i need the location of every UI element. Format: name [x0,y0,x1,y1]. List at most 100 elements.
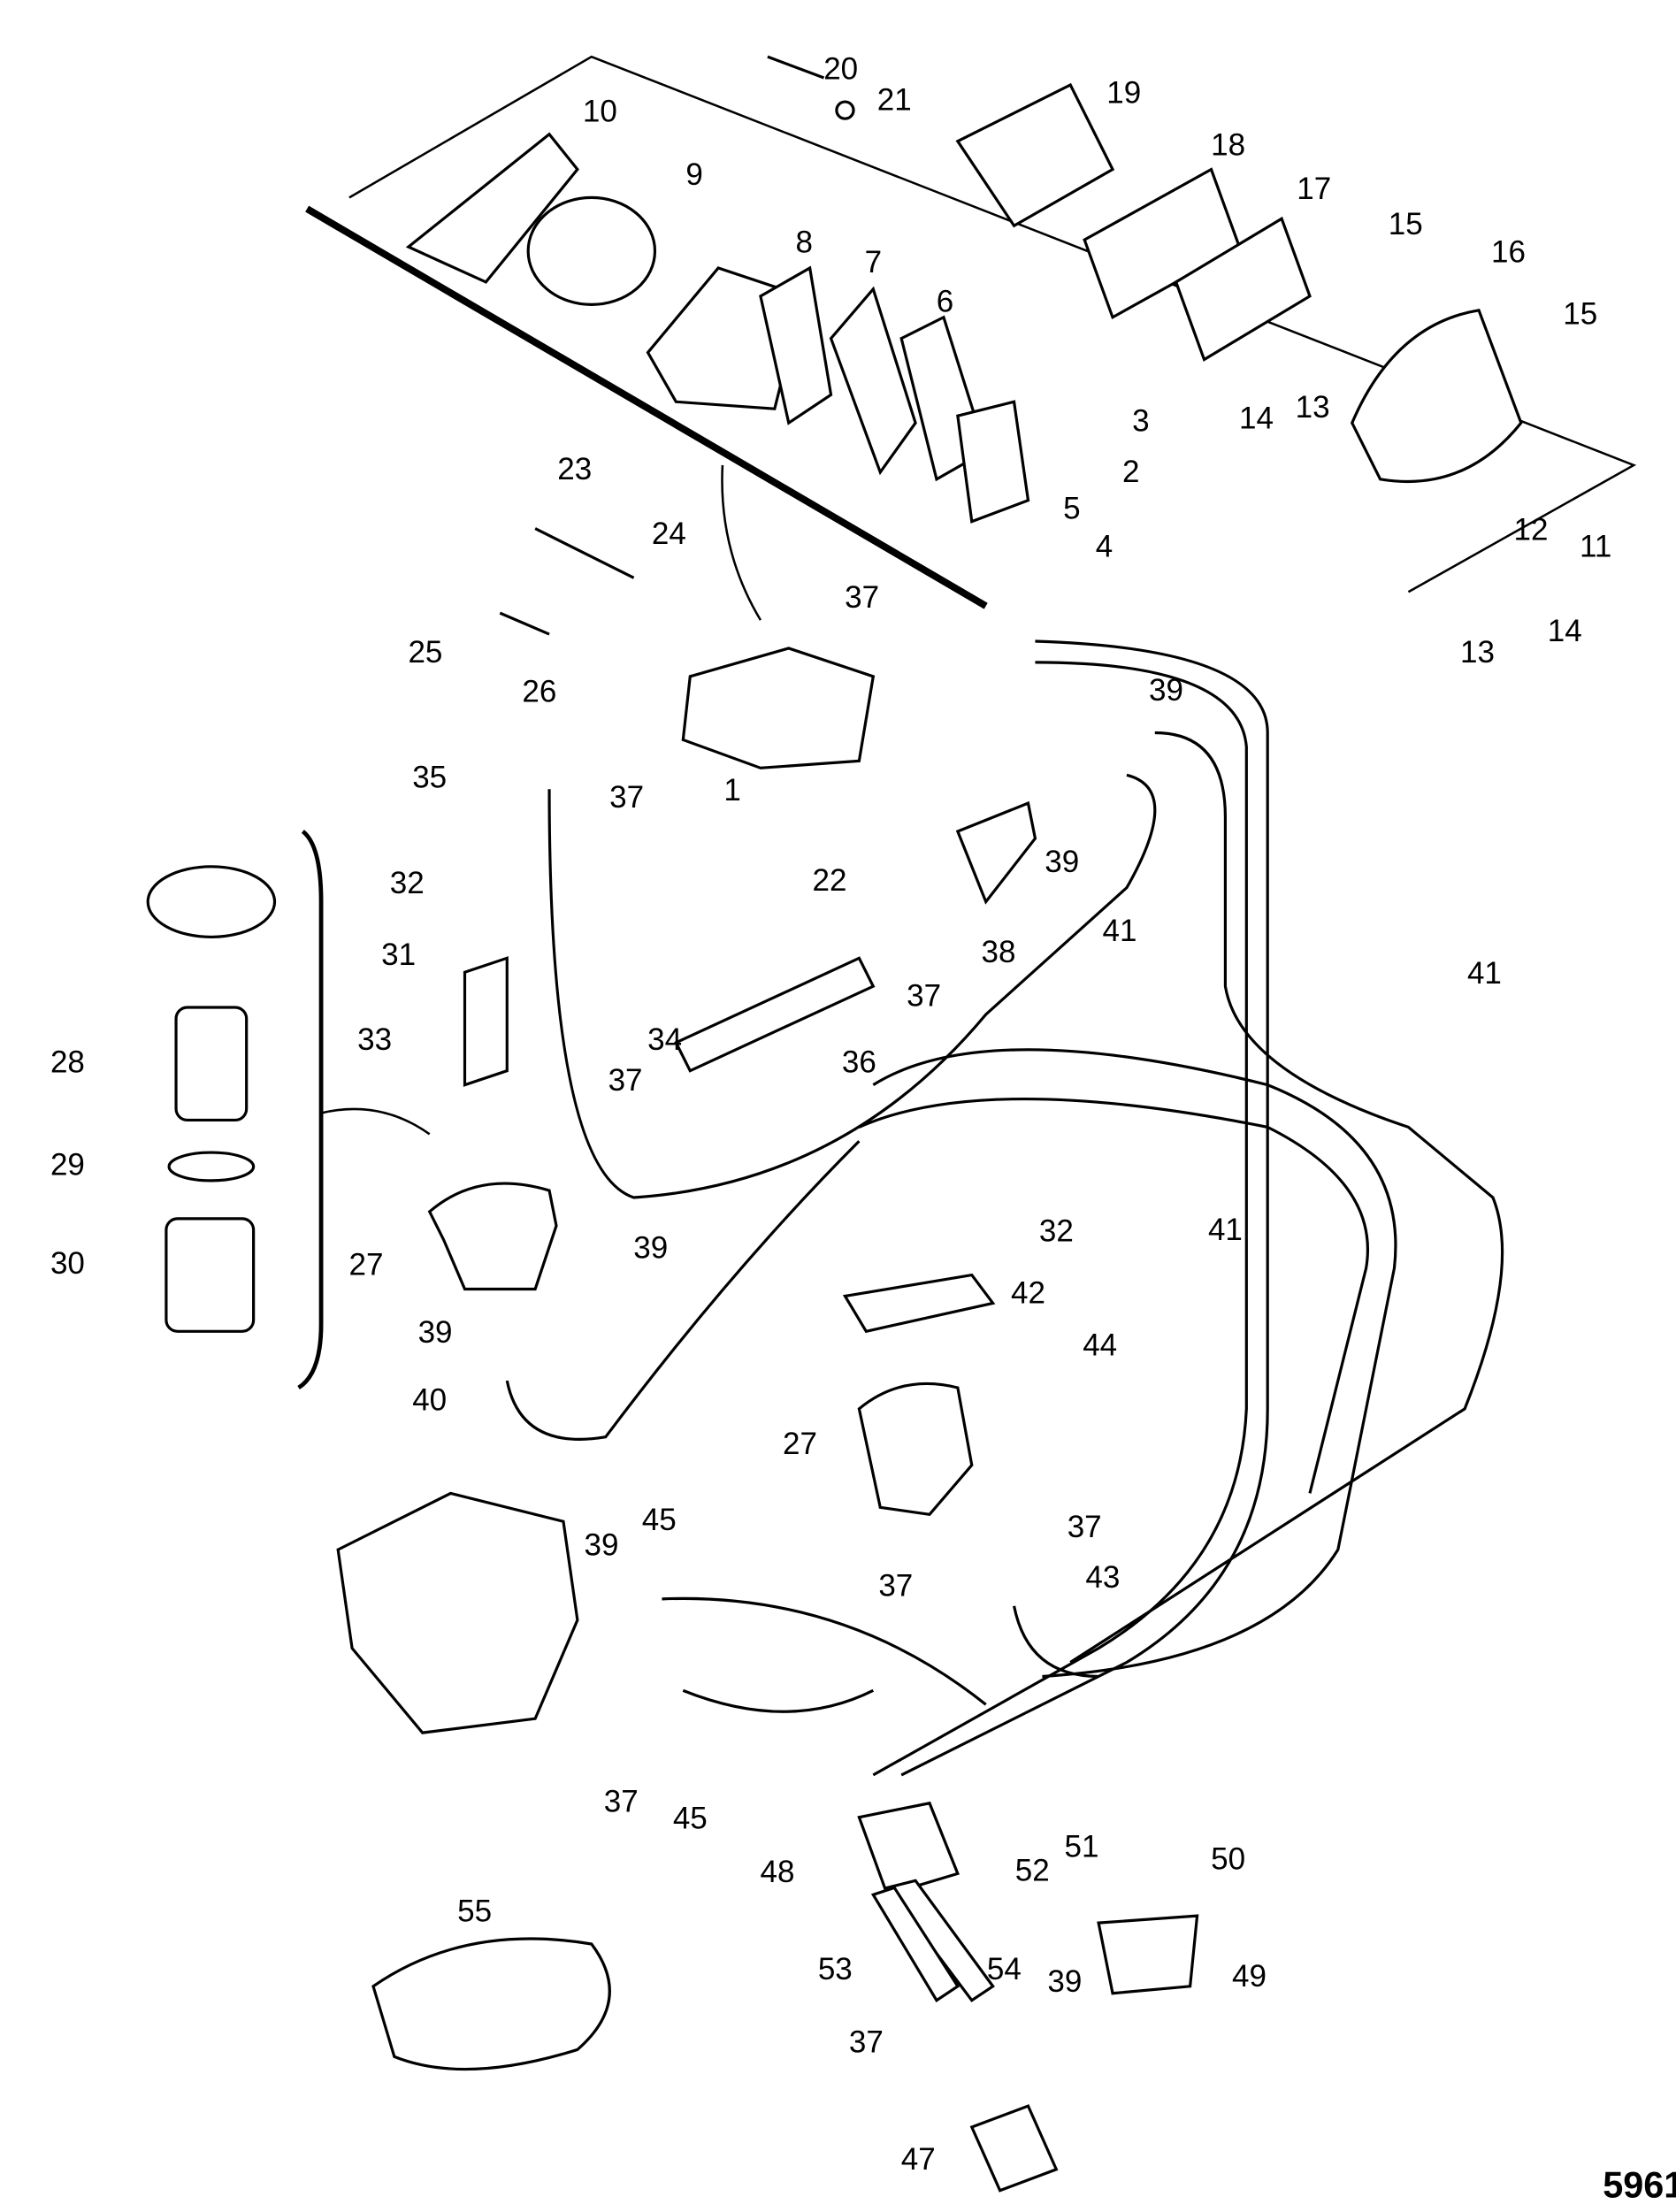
callout-55: 55 [457,1894,492,1929]
primer-bulb-36 [674,956,876,1073]
callout-11: 11 [1580,529,1611,563]
callout-53: 53 [818,1952,853,1986]
callout-32: 32 [1039,1213,1074,1248]
callout-26: 26 [522,674,556,708]
callout-37: 37 [907,978,941,1013]
fuel-filter-27-b [857,1382,974,1517]
callout-54: 54 [987,1952,1022,1986]
cover-16 [1350,308,1523,484]
hose-e [872,1048,1397,1679]
callout-27: 27 [349,1248,384,1282]
callout-41: 41 [1103,914,1137,948]
washer-21 [835,100,855,120]
callout-39: 39 [633,1230,668,1265]
callout-43: 43 [1085,1560,1120,1595]
sleeve-55 [371,1937,611,2071]
callout-39: 39 [418,1315,453,1350]
callout-3: 3 [1132,404,1149,439]
callout-21: 21 [877,83,912,118]
callout-32: 32 [390,866,425,900]
callout-10: 10 [583,94,617,128]
hose-d [547,773,1157,1199]
callout-39: 39 [584,1527,618,1562]
hose-53 [870,1886,960,2002]
callout-33: 33 [357,1022,392,1057]
figure-number: 5961 [1603,2165,1676,2206]
filter-cap [146,865,277,938]
callout-25: 25 [408,635,442,670]
callout-37: 37 [1068,1510,1102,1544]
bracket-42 [842,1273,996,1334]
filter-bowl-30 [165,1217,256,1333]
gasket-17 [1174,216,1312,362]
callout-27: 27 [783,1427,817,1461]
callout-6: 6 [937,284,953,318]
callout-44: 44 [1083,1328,1117,1362]
gasket-19 [955,82,1115,228]
callout-39: 39 [1047,1964,1082,1999]
drawing [146,55,1637,2193]
exploded-arrow [721,464,762,621]
hose-a [900,639,1269,1777]
callout-28: 28 [50,1045,85,1079]
callout-16: 16 [1491,235,1526,270]
bracket-38 [955,800,1037,905]
filter-bracket [297,830,324,1390]
callout-37: 37 [849,2025,884,2060]
callout-37: 37 [878,1569,913,1604]
carburetor [336,1491,579,1734]
fuel-pump-1 [681,647,876,769]
callout-19: 19 [1106,76,1141,111]
filter-arrow [320,1107,431,1136]
hose-45-b [682,1688,875,1713]
callout-51: 51 [1065,1829,1099,1864]
hose-40 [505,1140,861,1441]
bolt-25 [499,611,550,636]
callout-52: 52 [1015,1853,1050,1887]
hose-c [1069,731,1504,1664]
callout-9: 9 [685,157,702,192]
screw-20 [767,55,825,80]
callout-31: 31 [381,938,416,972]
callout-39: 39 [1149,673,1183,708]
callout-37: 37 [845,580,879,615]
callout-5: 5 [1063,491,1080,525]
callout-49: 49 [1232,1959,1267,1994]
callout-37: 37 [604,1784,639,1818]
callout-13: 13 [1296,390,1330,425]
callout-18: 18 [1211,128,1245,163]
diaphragm-8 [759,265,833,425]
hose-43 [1012,1605,1099,1679]
o-ring-29 [167,1151,256,1183]
callout-1: 1 [723,773,740,807]
gasket-10 [405,132,579,284]
callout-50: 50 [1211,1842,1245,1877]
callout-48: 48 [761,1855,795,1889]
callout-12: 12 [1514,512,1549,547]
callout-17: 17 [1297,172,1331,206]
callout-30: 30 [50,1246,85,1281]
callout-2: 2 [1122,455,1139,489]
callout-41: 41 [1467,956,1502,991]
callout-41: 41 [1208,1213,1243,1247]
fitting-47 [969,2104,1059,2193]
diaphragm-7 [829,286,917,476]
callout-29: 29 [50,1148,85,1183]
callout-47: 47 [901,2142,936,2177]
callout-35: 35 [412,761,447,795]
callout-8: 8 [796,225,813,259]
bracket-31 [463,956,509,1087]
callout-37: 37 [609,780,644,815]
callout-34: 34 [647,1022,682,1057]
callout-45: 45 [673,1801,708,1835]
callout-37: 37 [608,1063,643,1098]
hose-45-a [662,1596,987,1706]
callout-24: 24 [652,517,686,551]
gasket-9 [526,195,657,306]
callout-14: 14 [1239,402,1274,436]
exploded-tray-edge [305,205,988,609]
bracket-49 [1097,1914,1199,1995]
